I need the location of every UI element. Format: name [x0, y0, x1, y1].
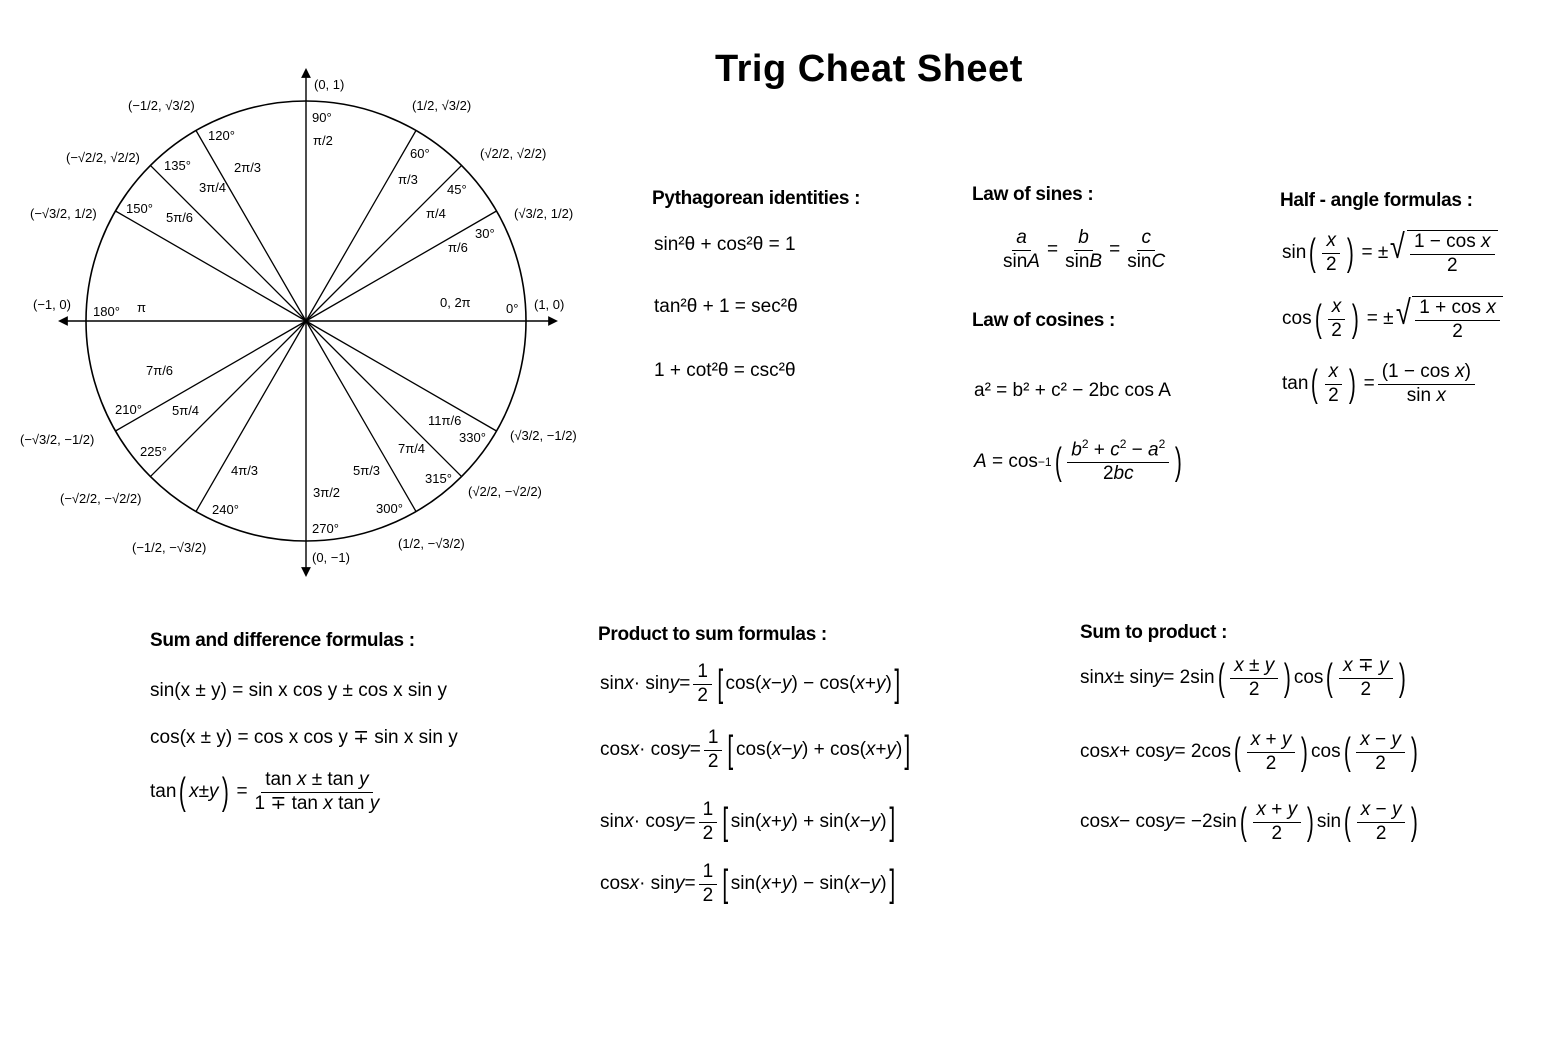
rad-60: π/3 — [398, 172, 418, 187]
deg-270: 270° — [312, 521, 339, 536]
deg-315: 315° — [425, 471, 452, 486]
deg-0: 0° — [506, 301, 518, 316]
coord-315: (√2/2, −√2/2) — [468, 484, 542, 499]
spoke-30 — [305, 210, 497, 322]
coord-120: (−1/2, √3/2) — [128, 98, 195, 113]
sum-difference-cos: cos(x ± y) = cos x cos y ∓ sin x sin y — [150, 727, 458, 748]
pythagorean-identity-3: 1 + cot²θ = csc²θ — [654, 360, 796, 381]
sum-to-product-heading: Sum to product : — [1080, 622, 1228, 643]
deg-45: 45° — [447, 182, 467, 197]
rad-240: 4π/3 — [231, 463, 258, 478]
spoke-150 — [115, 210, 307, 322]
coord-150: (−√3/2, 1/2) — [30, 206, 97, 221]
spoke-240 — [195, 320, 307, 512]
pythagorean-identity-1: sin²θ + cos²θ = 1 — [654, 234, 796, 255]
rad-270: 3π/2 — [313, 485, 340, 500]
product-to-sum-heading: Product to sum formulas : — [598, 624, 827, 645]
coord-135: (−√2/2, √2/2) — [66, 150, 140, 165]
coord-180: (−1, 0) — [33, 297, 71, 312]
spoke-45 — [305, 164, 463, 322]
coord-90: (0, 1) — [314, 77, 344, 92]
deg-135: 135° — [164, 158, 191, 173]
rad-135: 3π/4 — [199, 180, 226, 195]
deg-225: 225° — [140, 444, 167, 459]
coord-45: (√2/2, √2/2) — [480, 146, 546, 161]
angle-spokes — [115, 130, 497, 512]
page-title: Trig Cheat Sheet — [715, 48, 1023, 90]
sum-difference-sin: sin(x ± y) = sin x cos y ± cos x sin y — [150, 680, 447, 701]
rad-300: 5π/3 — [353, 463, 380, 478]
pythagorean-identity-2: tan²θ + 1 = sec²θ — [654, 296, 798, 317]
sum-difference-heading: Sum and difference formulas : — [150, 630, 415, 651]
coord-0: (1, 0) — [534, 297, 564, 312]
law-of-sines-heading: Law of sines : — [972, 184, 1094, 205]
deg-240: 240° — [212, 502, 239, 517]
rad-180: π — [137, 300, 146, 315]
spoke-315 — [305, 320, 463, 478]
coord-300: (1/2, −√3/2) — [398, 536, 465, 551]
coord-225: (−√2/2, −√2/2) — [60, 491, 141, 506]
law-of-cosines-formula-1: a² = b² + c² − 2bc cos A — [974, 380, 1171, 401]
rad-30: π/6 — [448, 240, 468, 255]
spoke-225 — [149, 320, 307, 478]
rad-225: 5π/4 — [172, 403, 199, 418]
spoke-120 — [195, 130, 307, 322]
spoke-60 — [305, 130, 417, 322]
rad-315: 7π/4 — [398, 441, 425, 456]
deg-210: 210° — [115, 402, 142, 417]
spoke-210 — [115, 320, 307, 432]
rad-90: π/2 — [313, 133, 333, 148]
coord-60: (1/2, √3/2) — [412, 98, 471, 113]
coord-30: (√3/2, 1/2) — [514, 206, 573, 221]
rad-45: π/4 — [426, 206, 446, 221]
deg-120: 120° — [208, 128, 235, 143]
deg-60: 60° — [410, 146, 430, 161]
rad-120: 2π/3 — [234, 160, 261, 175]
rad-150: 5π/6 — [166, 210, 193, 225]
coord-240: (−1/2, −√3/2) — [132, 540, 206, 555]
rad-210: 7π/6 — [146, 363, 173, 378]
deg-180: 180° — [93, 304, 120, 319]
coord-210: (−√3/2, −1/2) — [20, 432, 94, 447]
deg-150: 150° — [126, 201, 153, 216]
spoke-330 — [305, 320, 497, 432]
half-angle-heading: Half - angle formulas : — [1280, 190, 1473, 211]
law-of-cosines-heading: Law of cosines : — [972, 310, 1116, 331]
unit-circle-diagram: (0, 1) (0, −1) (−1, 0) (1, 0) 0° 0, 2π 3… — [20, 68, 577, 577]
pythagorean-heading: Pythagorean identities : — [652, 188, 861, 209]
coord-270: (0, −1) — [312, 550, 350, 565]
deg-330: 330° — [459, 430, 486, 445]
deg-30: 30° — [475, 226, 495, 241]
deg-90: 90° — [312, 110, 332, 125]
deg-300: 300° — [376, 501, 403, 516]
rad-0: 0, 2π — [440, 295, 471, 310]
rad-330: 11π/6 — [428, 413, 461, 428]
coord-330: (√3/2, −1/2) — [510, 428, 577, 443]
spoke-300 — [305, 320, 417, 512]
spoke-135 — [149, 164, 307, 322]
